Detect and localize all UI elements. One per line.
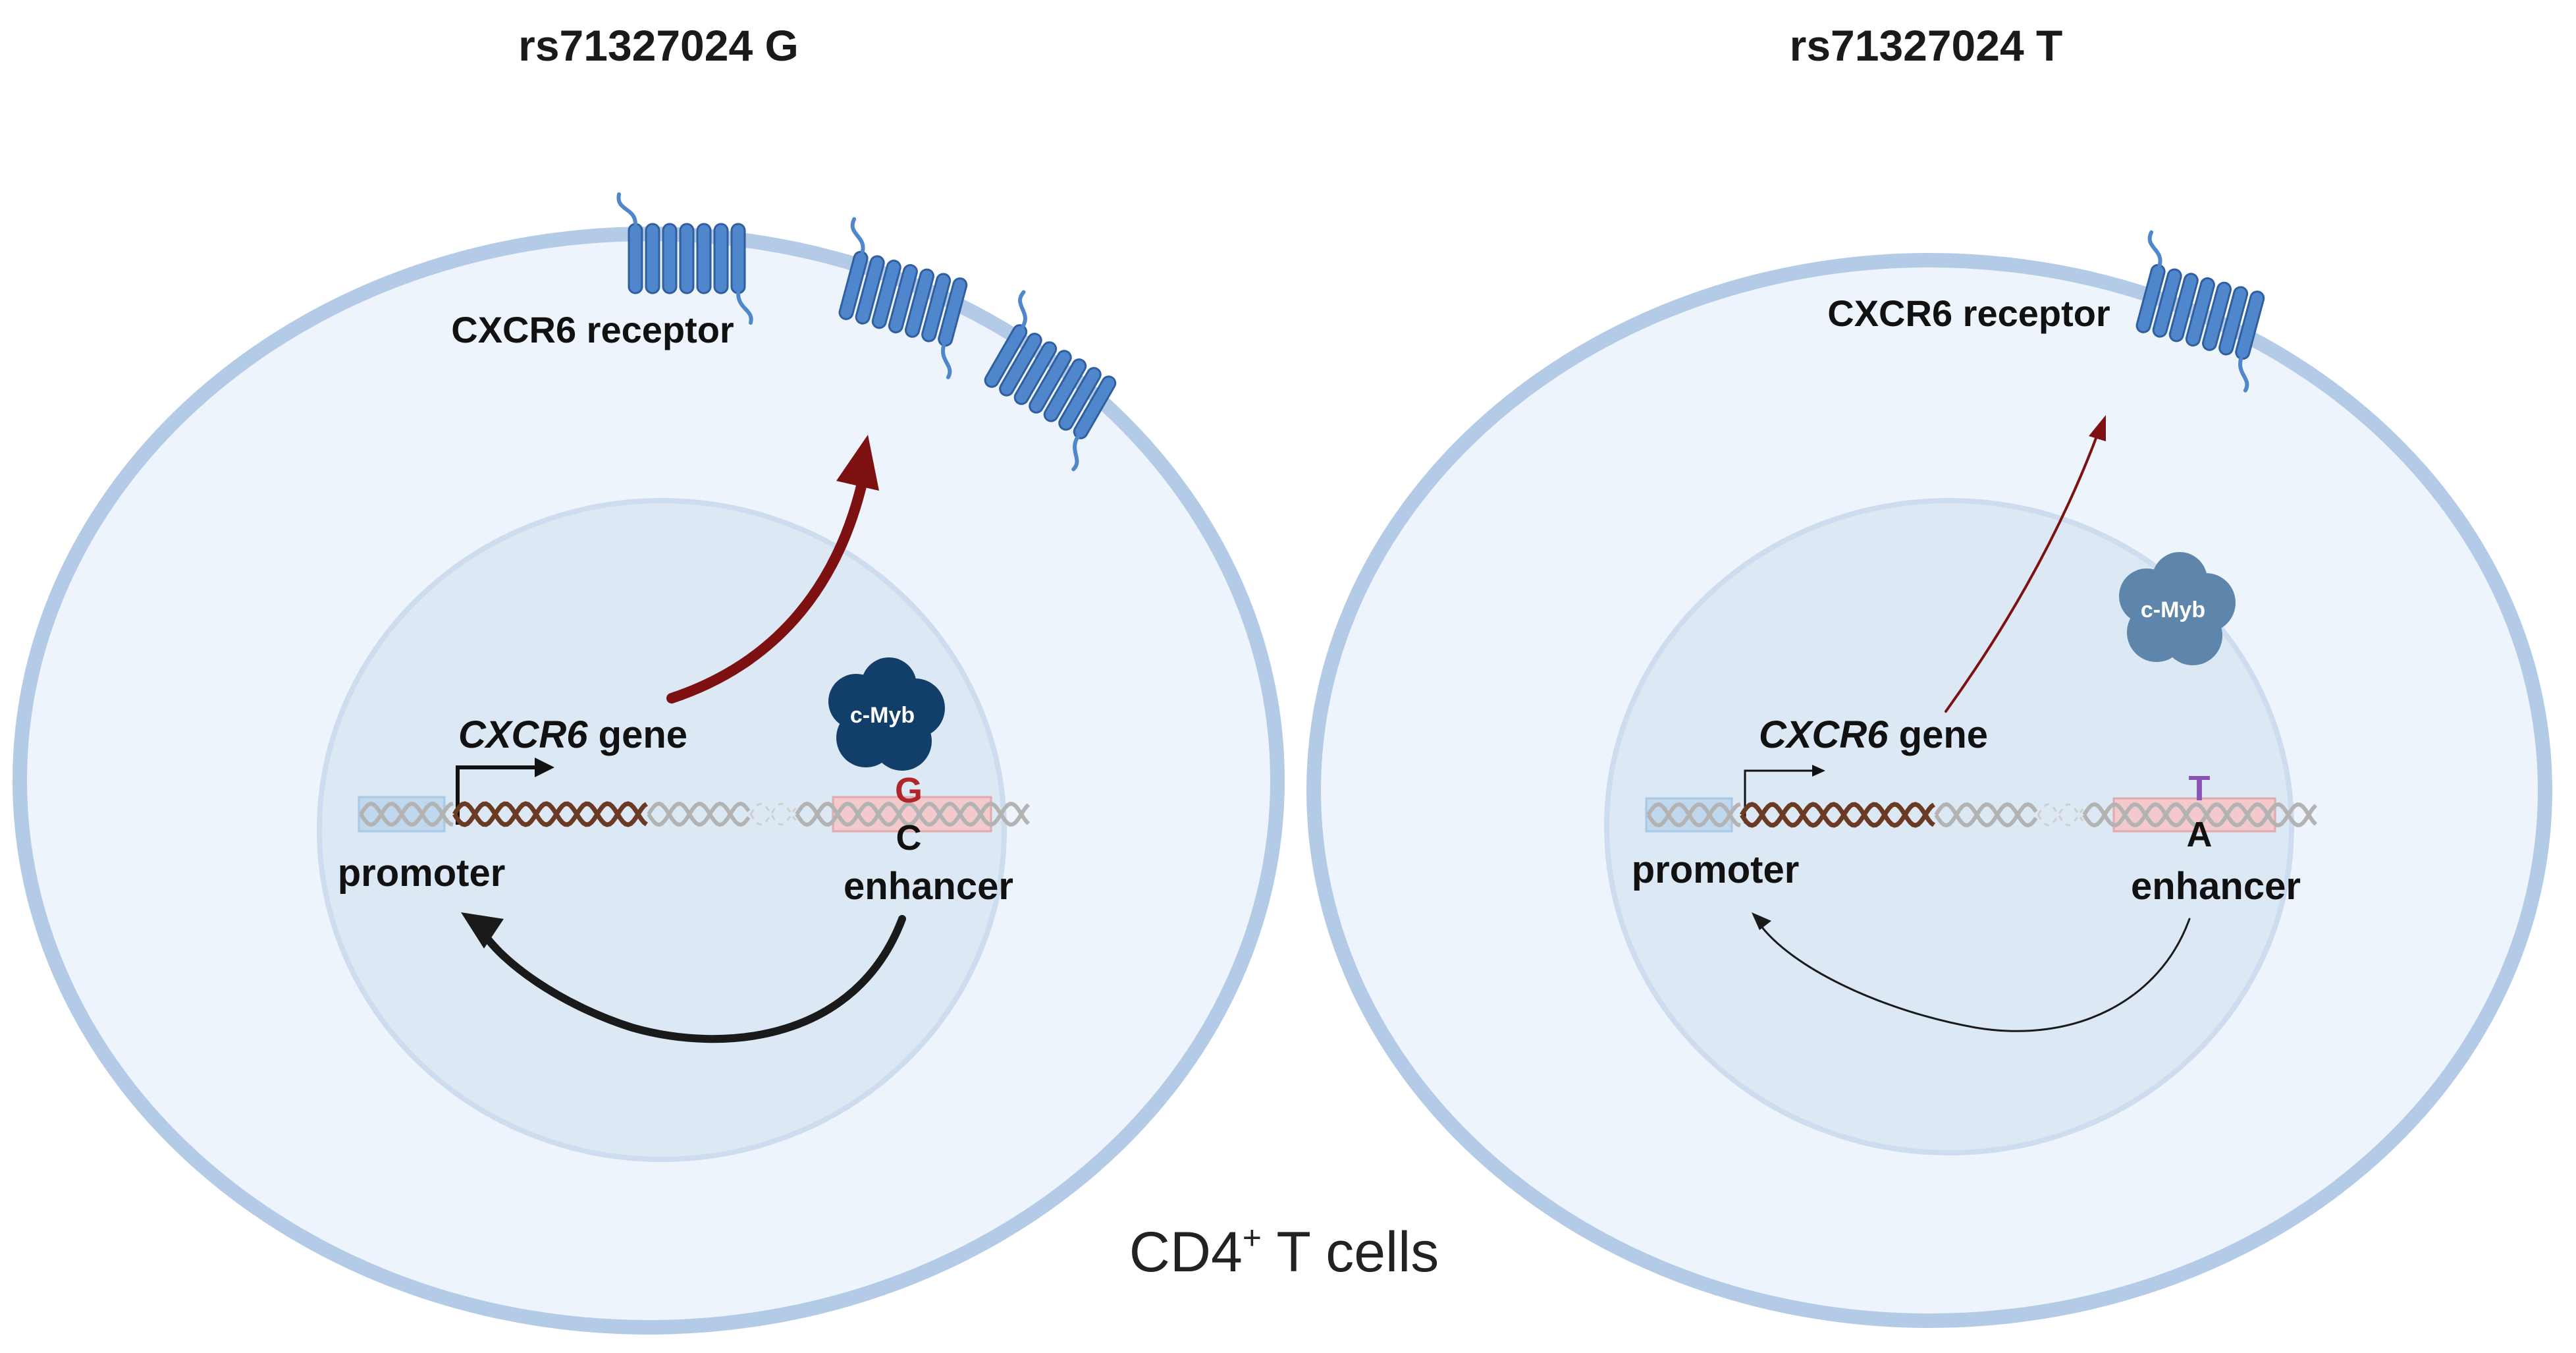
enhancer-label: enhancer bbox=[844, 865, 1013, 908]
promoter-label: promoter bbox=[1632, 848, 1800, 891]
c-myb-protein: c-Myb bbox=[2119, 552, 2236, 665]
dna-backbone bbox=[795, 801, 1031, 827]
expression-arrow bbox=[1945, 433, 2099, 713]
tss-arrowhead bbox=[535, 758, 554, 777]
panel-title: rs71327024 G bbox=[518, 21, 799, 70]
dna-backbone bbox=[452, 801, 649, 827]
allele-top: G bbox=[895, 771, 923, 810]
receptor-label: CXCR6 receptor bbox=[451, 309, 734, 350]
dna-backbone bbox=[359, 801, 454, 827]
dna-backbone bbox=[749, 802, 797, 826]
nucleus bbox=[1604, 498, 2294, 1155]
c-myb-label: c-Myb bbox=[850, 703, 915, 728]
expression-arrow bbox=[666, 476, 868, 704]
c-myb-label: c-Myb bbox=[2141, 597, 2205, 622]
enhancer-promoter-loop-arrow bbox=[477, 915, 906, 1043]
dna-backbone bbox=[2082, 802, 2318, 828]
nucleus bbox=[317, 498, 1007, 1162]
dna-strand bbox=[1646, 802, 2318, 828]
panel-title: rs71327024 T bbox=[1790, 21, 2063, 70]
dna-backbone bbox=[795, 801, 1031, 827]
dna-backbone bbox=[749, 802, 797, 826]
tss-arrow bbox=[1744, 769, 1814, 823]
dna-backbone bbox=[452, 801, 649, 827]
dna-backbone bbox=[647, 801, 751, 827]
dna-backbone bbox=[1646, 802, 1741, 828]
gene-label: CXCR6 gene bbox=[1759, 713, 1988, 756]
promoter-label: promoter bbox=[338, 852, 506, 895]
cell-type-label: CD4+ T cells bbox=[1129, 1219, 1439, 1284]
dna-backbone bbox=[1740, 802, 1936, 828]
enhancer-label: enhancer bbox=[2131, 865, 2301, 908]
loop-arrowhead bbox=[1752, 912, 1771, 930]
dna-backbone bbox=[359, 801, 454, 827]
dna-backbone bbox=[2082, 802, 2318, 828]
dna-backbone bbox=[2037, 803, 2084, 827]
expression-arrowhead bbox=[836, 435, 879, 491]
panel-left: rs71327024 G CXCR6 receptor CXCR6 gene p… bbox=[13, 21, 1285, 1335]
dna-backbone bbox=[2037, 803, 2084, 827]
dna-backbone bbox=[1740, 802, 1936, 828]
gene-label: CXCR6 gene bbox=[458, 713, 687, 756]
allele-bottom: A bbox=[2187, 815, 2213, 854]
allele-bottom: C bbox=[896, 818, 922, 858]
enhancer-promoter-loop-arrow bbox=[1757, 918, 2191, 1032]
expression-arrowhead bbox=[2089, 415, 2106, 441]
dna-backbone bbox=[1934, 802, 2038, 828]
allele-top: T bbox=[2189, 769, 2211, 808]
receptor-label: CXCR6 receptor bbox=[1827, 292, 2110, 334]
panel-right: rs71327024 T CXCR6 receptor CXCR6 gene p… bbox=[1306, 21, 2552, 1328]
dna-backbone bbox=[1646, 802, 1741, 828]
loop-arrowhead bbox=[461, 912, 504, 949]
c-myb-protein: c-Myb bbox=[828, 657, 945, 771]
tss-arrowhead bbox=[1812, 765, 1825, 777]
dna-strand bbox=[359, 801, 1031, 827]
dna-backbone bbox=[647, 801, 751, 827]
dna-backbone bbox=[1934, 802, 2038, 828]
